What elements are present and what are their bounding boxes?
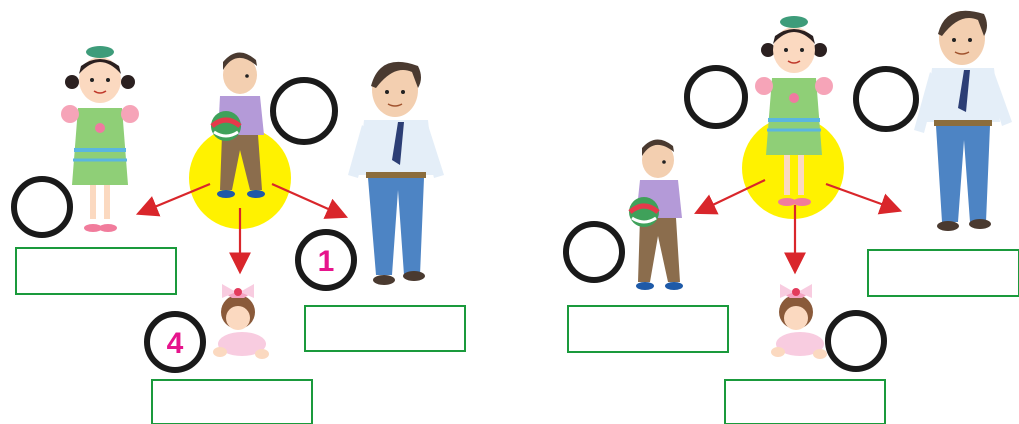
- right-circle-baby[interactable]: [825, 310, 887, 372]
- right-circle-boy[interactable]: [563, 221, 625, 283]
- arrow-to-man: [825, 182, 903, 215]
- left-answer-box-girl[interactable]: [15, 247, 177, 295]
- left-panel: 1 4: [11, 46, 466, 424]
- arrow-to-boy: [694, 179, 766, 215]
- arrow-to-girl: [135, 182, 211, 217]
- left-circle-man-number: 1: [318, 245, 335, 278]
- man-figure: [914, 10, 1012, 231]
- baby-figure: [213, 284, 269, 359]
- left-circle-baby[interactable]: 4: [144, 311, 206, 373]
- left-answer-box-baby[interactable]: [151, 379, 313, 424]
- arrow-to-man: [271, 182, 349, 219]
- highlight-circle: [189, 127, 291, 229]
- right-panel: [563, 10, 1019, 424]
- man-figure: [348, 61, 444, 285]
- baby-figure: [771, 284, 827, 359]
- left-answer-box-man[interactable]: [304, 305, 466, 352]
- left-circle-girl[interactable]: [11, 176, 73, 238]
- girl-figure: [61, 46, 139, 232]
- right-answer-box-boy[interactable]: [567, 305, 729, 353]
- boy-with-ball-figure: [210, 52, 265, 198]
- right-answer-box-man[interactable]: [867, 249, 1019, 297]
- right-answer-box-baby[interactable]: [724, 379, 886, 424]
- girl-figure: [755, 16, 833, 206]
- left-circle-man[interactable]: 1: [295, 229, 357, 291]
- right-circle-man[interactable]: [853, 66, 919, 132]
- left-circle-boy[interactable]: [270, 77, 338, 145]
- right-circle-girl[interactable]: [684, 65, 748, 129]
- boy-with-ball-figure: [628, 139, 683, 290]
- left-circle-baby-number: 4: [167, 327, 184, 360]
